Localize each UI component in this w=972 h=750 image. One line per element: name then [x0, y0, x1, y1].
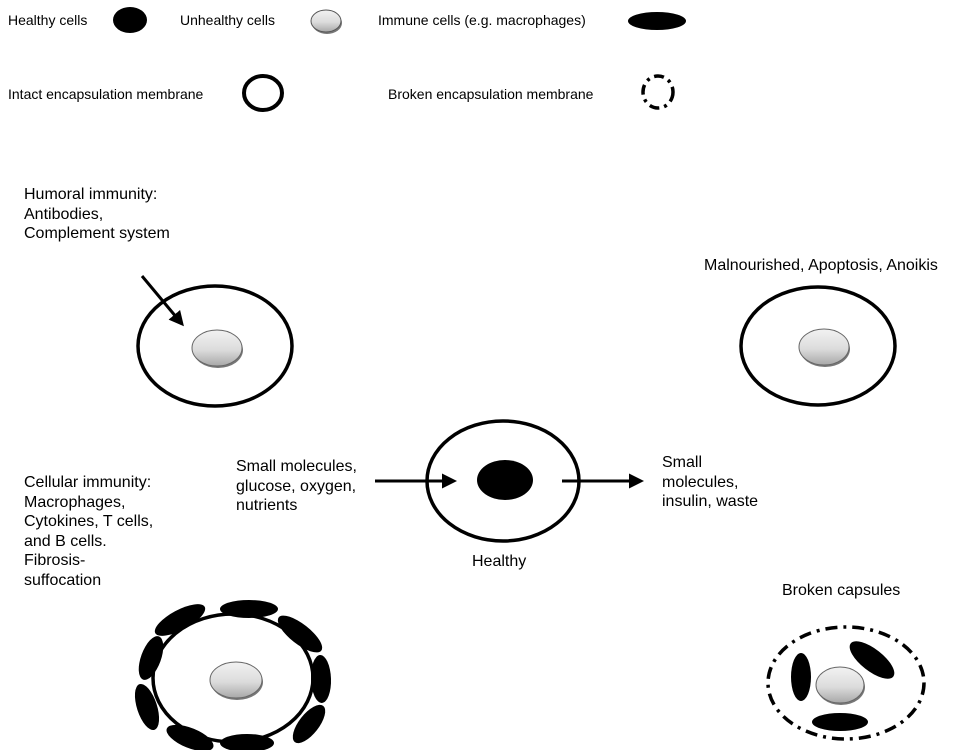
humoral-immunity-label: Humoral immunity: Antibodies, Complement… [24, 186, 170, 243]
macrophage [154, 604, 206, 636]
fibrosis-capsule [134, 600, 332, 750]
fibrosis-unhealthy-cell [209, 661, 263, 699]
macrophage [138, 636, 164, 680]
humoral-unhealthy-cell [191, 329, 243, 367]
inputs-label: Small molecules, glucose, oxygen, nutrie… [236, 458, 357, 515]
outputs-label: Small molecules, insulin, waste [662, 454, 759, 511]
legend-healthy-cells-label: Healthy cells [8, 12, 88, 28]
legend-healthy-cell [113, 7, 147, 33]
legend-intact-membrane-label: Intact encapsulation membrane [8, 86, 204, 102]
macrophage [791, 653, 811, 701]
macrophage [277, 615, 323, 653]
broken-capsules-label: Broken capsules [782, 582, 901, 599]
macrophage [166, 724, 214, 750]
macrophage [310, 655, 332, 703]
broken-unhealthy-cell [815, 666, 865, 704]
malnourished-capsule [739, 285, 897, 407]
malnourished-membrane [739, 285, 897, 407]
humoral-capsule [136, 275, 294, 408]
macrophage [812, 713, 868, 731]
healthy-capsule [375, 419, 644, 543]
legend-unhealthy-cells-label: Unhealthy cells [180, 12, 275, 28]
legend-intact-membrane [242, 74, 284, 112]
macrophage [220, 600, 278, 618]
broken-capsule [766, 625, 926, 741]
healthy-label: Healthy [472, 553, 527, 570]
macrophage [134, 683, 160, 731]
cellular-immunity-label: Cellular immunity: Macrophages, Cytokine… [24, 474, 154, 589]
antibody-arrow [140, 275, 184, 327]
macrophage [849, 641, 895, 679]
legend-unhealthy-cell [310, 9, 342, 34]
legend-immune-cell [628, 12, 686, 30]
macrophage [220, 734, 274, 750]
malnourished-unhealthy-cell [798, 328, 850, 366]
healthy-cell [477, 460, 533, 500]
broken-membrane [766, 625, 926, 741]
macrophage [292, 704, 326, 744]
macrophage-ring [134, 600, 332, 750]
legend-broken-membrane [641, 74, 675, 110]
malnourished-label: Malnourished, Apoptosis, Anoikis [704, 257, 938, 274]
legend-immune-cells-label: Immune cells (e.g. macrophages) [378, 12, 586, 28]
humoral-membrane [136, 284, 294, 408]
legend-broken-membrane-label: Broken encapsulation membrane [388, 86, 594, 102]
